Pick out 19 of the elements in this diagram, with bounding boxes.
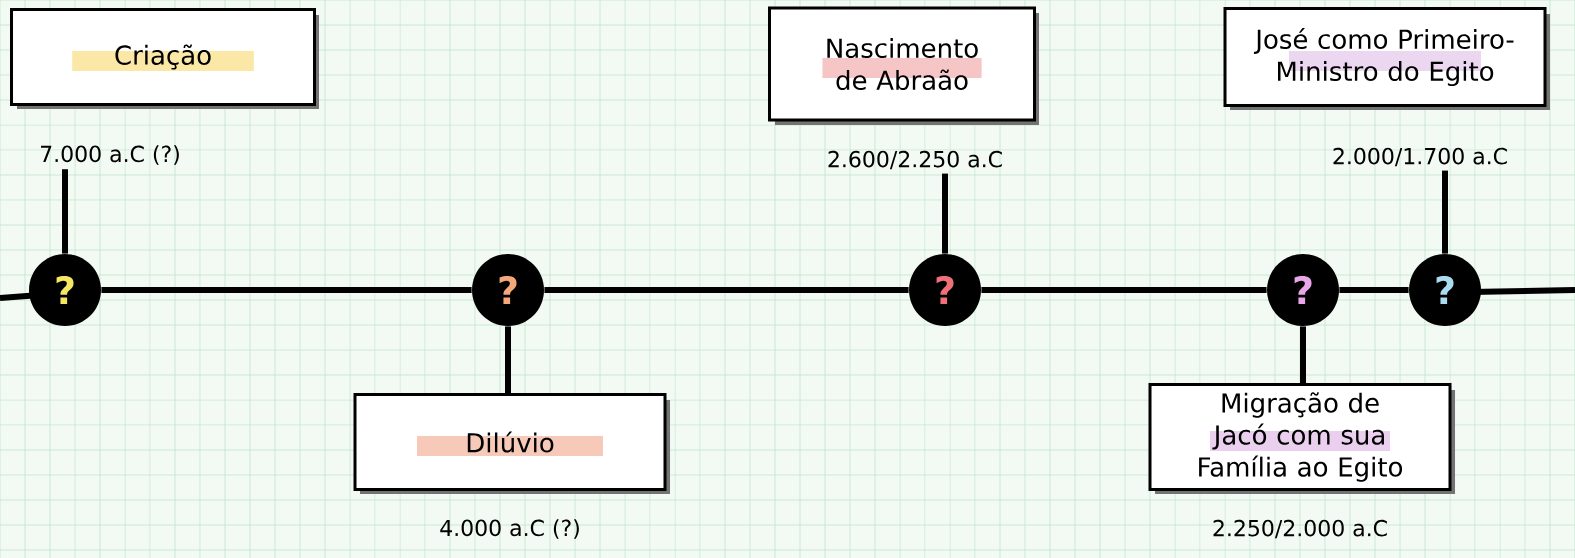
connector-line xyxy=(942,173,948,254)
connector-line xyxy=(544,287,909,293)
event-box: José como Primeiro-Ministro do Egito xyxy=(1223,7,1550,110)
connector-line xyxy=(1300,326,1306,383)
connector-line xyxy=(505,326,511,393)
connector-line xyxy=(62,169,68,254)
date-label: 2.250/2.000 a.C xyxy=(1213,519,1387,539)
event-box: Migração de Jacó com sua Família ao Egito xyxy=(1148,383,1455,494)
date-label: 2.600/2.250 a.C xyxy=(828,150,1002,170)
date-label: 2.000/1.700 a.C xyxy=(1333,147,1507,167)
date-label: 4.000 a.C (?) xyxy=(440,519,579,539)
connector-line xyxy=(1339,287,1409,293)
event-box: Criação xyxy=(10,8,319,109)
connector-line xyxy=(981,287,1267,293)
connector-line xyxy=(1442,170,1448,254)
date-label: 7.000 a.C (?) xyxy=(41,145,179,165)
connector-line xyxy=(101,287,472,293)
event-box: Dilúvio xyxy=(353,393,670,494)
event-box: Nascimento de Abraão xyxy=(768,6,1039,125)
